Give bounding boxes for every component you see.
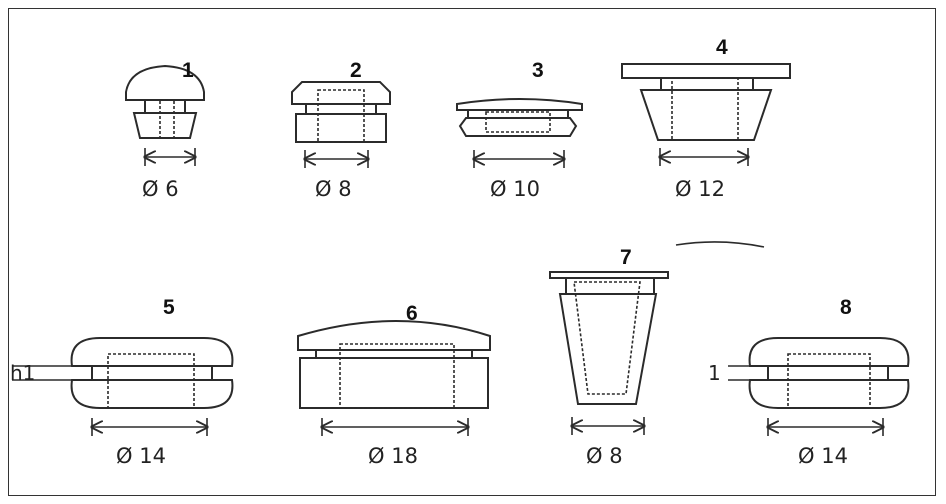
part-3	[456, 98, 583, 168]
part-3-diameter: Ø 10	[490, 177, 540, 201]
part-8-top-flange	[748, 337, 910, 367]
part-7-flange	[549, 271, 669, 279]
part-5-number: 5	[163, 296, 175, 319]
part-2-neck	[305, 103, 377, 115]
part-8-number: 8	[840, 296, 852, 319]
part-7-arc-fragment	[675, 241, 765, 248]
part-6-body	[299, 357, 489, 409]
part-5-diameter: Ø 14	[116, 444, 166, 468]
part-1-diameter: Ø 6	[142, 177, 179, 201]
part-5-bottom-flange	[70, 379, 234, 409]
part-3-cap	[456, 98, 583, 111]
part-8-groove	[767, 365, 889, 381]
part-2-hole	[317, 89, 365, 143]
part-7-diameter: Ø 8	[586, 444, 623, 468]
part-1	[125, 64, 205, 166]
part-2-body	[295, 113, 387, 143]
part-1-head	[125, 64, 205, 101]
part-8-h1-label: 1	[708, 361, 721, 385]
part-4-number: 4	[716, 36, 728, 59]
part-4-body	[639, 89, 773, 141]
part-4	[621, 63, 791, 166]
part-7-number: 7	[620, 246, 632, 269]
part-6-diameter: Ø 18	[368, 444, 418, 468]
part-7	[549, 241, 765, 435]
part-1-number: 1	[182, 59, 194, 82]
part-5-hole	[107, 353, 195, 409]
part-3-body	[458, 117, 578, 137]
part-6-hole	[339, 343, 455, 409]
part-8-diameter: Ø 14	[798, 444, 848, 468]
part-5-top-flange	[70, 337, 234, 367]
part-7-body	[558, 293, 658, 405]
part-4-hole	[671, 77, 739, 141]
part-6-cap	[297, 320, 491, 351]
part-3-hole	[485, 111, 551, 133]
part-1-body	[132, 112, 198, 139]
part-5	[12, 337, 234, 436]
part-3-number: 3	[532, 59, 544, 82]
part-8-bottom-flange	[748, 379, 910, 409]
part-5-groove	[91, 365, 213, 381]
part-7-collar	[565, 277, 655, 295]
part-2	[291, 81, 391, 168]
part-1-hole	[159, 99, 175, 139]
part-8-hole	[787, 353, 871, 409]
part-2-number: 2	[350, 59, 362, 82]
part-6	[297, 320, 491, 436]
part-4-diameter: Ø 12	[675, 177, 725, 201]
part-2-diameter: Ø 8	[315, 177, 352, 201]
part-6-number: 6	[406, 302, 418, 325]
part-5-h1-label: h1	[10, 361, 35, 385]
part-8	[728, 337, 910, 436]
part-1-neck	[144, 99, 186, 114]
part-4-cap	[621, 63, 791, 79]
part-2-cap	[291, 81, 391, 105]
part-4-neck	[660, 77, 754, 91]
